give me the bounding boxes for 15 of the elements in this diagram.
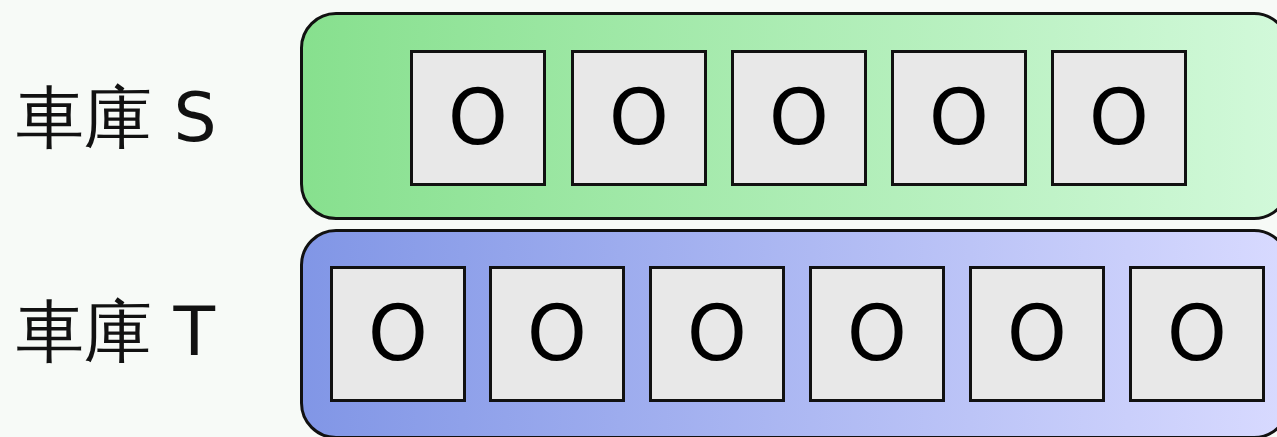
slot-box: O: [649, 266, 785, 402]
slot-box: O: [809, 266, 945, 402]
slot-box: O: [1051, 50, 1187, 186]
storage-band: [300, 229, 1277, 437]
row-heading: 車庫 T: [16, 298, 216, 366]
slot-box: O: [1129, 266, 1265, 402]
slot-box: O: [330, 266, 466, 402]
slot-box: O: [969, 266, 1105, 402]
slot-box: O: [410, 50, 546, 186]
slot-box: O: [731, 50, 867, 186]
row-heading: 車庫 S: [16, 84, 217, 152]
slot-box: O: [489, 266, 625, 402]
slot-box: O: [891, 50, 1027, 186]
storage-band: [300, 12, 1277, 220]
slot-box: O: [571, 50, 707, 186]
